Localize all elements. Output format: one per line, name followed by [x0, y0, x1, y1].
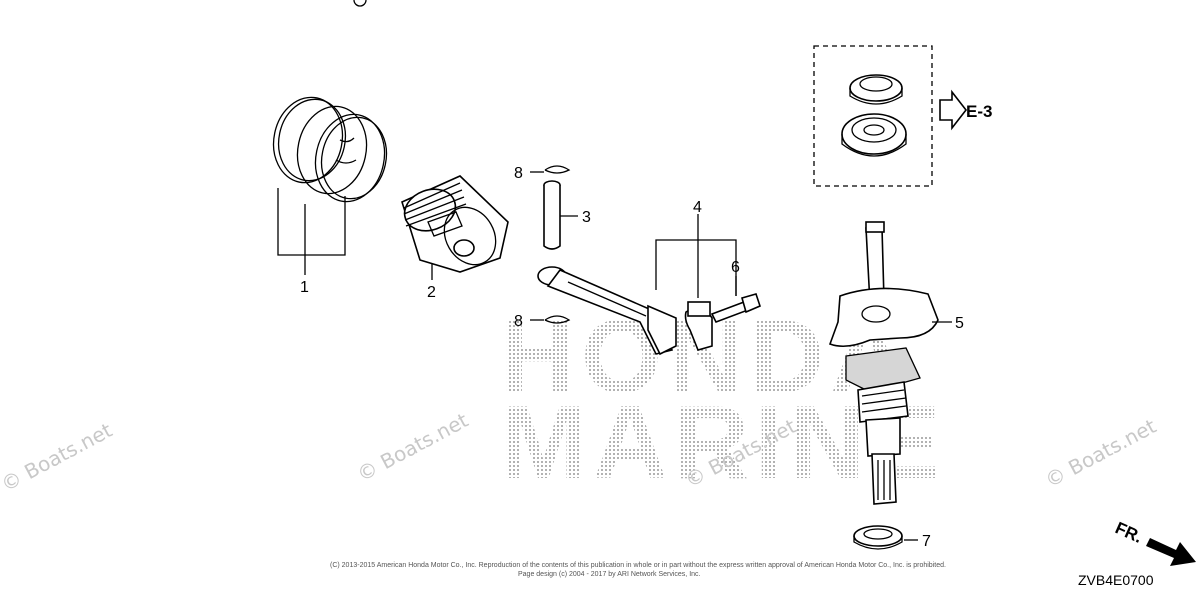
front-label: FR. [1112, 518, 1145, 546]
callout-8-top[interactable]: 8 [514, 165, 523, 182]
part-oil-seal[interactable] [853, 525, 903, 550]
reference-arrow-icon [939, 89, 968, 131]
part-rod-bolt[interactable] [710, 293, 761, 324]
part-pin-clip-top[interactable] [544, 165, 571, 174]
part-pin-clip-bottom[interactable] [544, 315, 571, 324]
front-direction: FR. [1112, 518, 1196, 566]
callout-2[interactable]: 2 [427, 284, 436, 301]
footer-copyright: (C) 2013-2015 American Honda Motor Co., … [330, 562, 946, 569]
callout-1[interactable]: 1 [300, 279, 309, 296]
callout-7[interactable]: 7 [922, 533, 931, 550]
callout-5[interactable]: 5 [955, 315, 964, 332]
part-connecting-rod[interactable] [537, 266, 713, 356]
watermark-4: © Boats.net [1041, 414, 1160, 493]
watermark-2: © Boats.net [353, 408, 472, 487]
bearing-group[interactable] [813, 45, 933, 187]
callout-6[interactable]: 6 [731, 259, 740, 276]
footer-design: Page design (c) 2004 - 2017 by ARI Netwo… [518, 571, 701, 578]
top-cropped-mark [353, 0, 367, 7]
part-crankshaft[interactable] [828, 221, 939, 505]
callout-3[interactable]: 3 [582, 209, 591, 226]
watermark-1: © Boats.net [0, 418, 116, 497]
callout-8-bottom[interactable]: 8 [514, 313, 523, 330]
callout-4[interactable]: 4 [693, 199, 702, 216]
leader-part-4 [655, 214, 737, 298]
diagram-code: ZVB4E0700 [1078, 572, 1154, 588]
front-arrow-icon [1146, 538, 1196, 566]
reference-label[interactable]: E-3 [966, 102, 992, 121]
leader-part-1 [277, 188, 346, 275]
part-piston-rings[interactable] [266, 91, 394, 208]
part-piston-pin[interactable] [543, 180, 561, 250]
part-piston[interactable] [399, 175, 509, 274]
